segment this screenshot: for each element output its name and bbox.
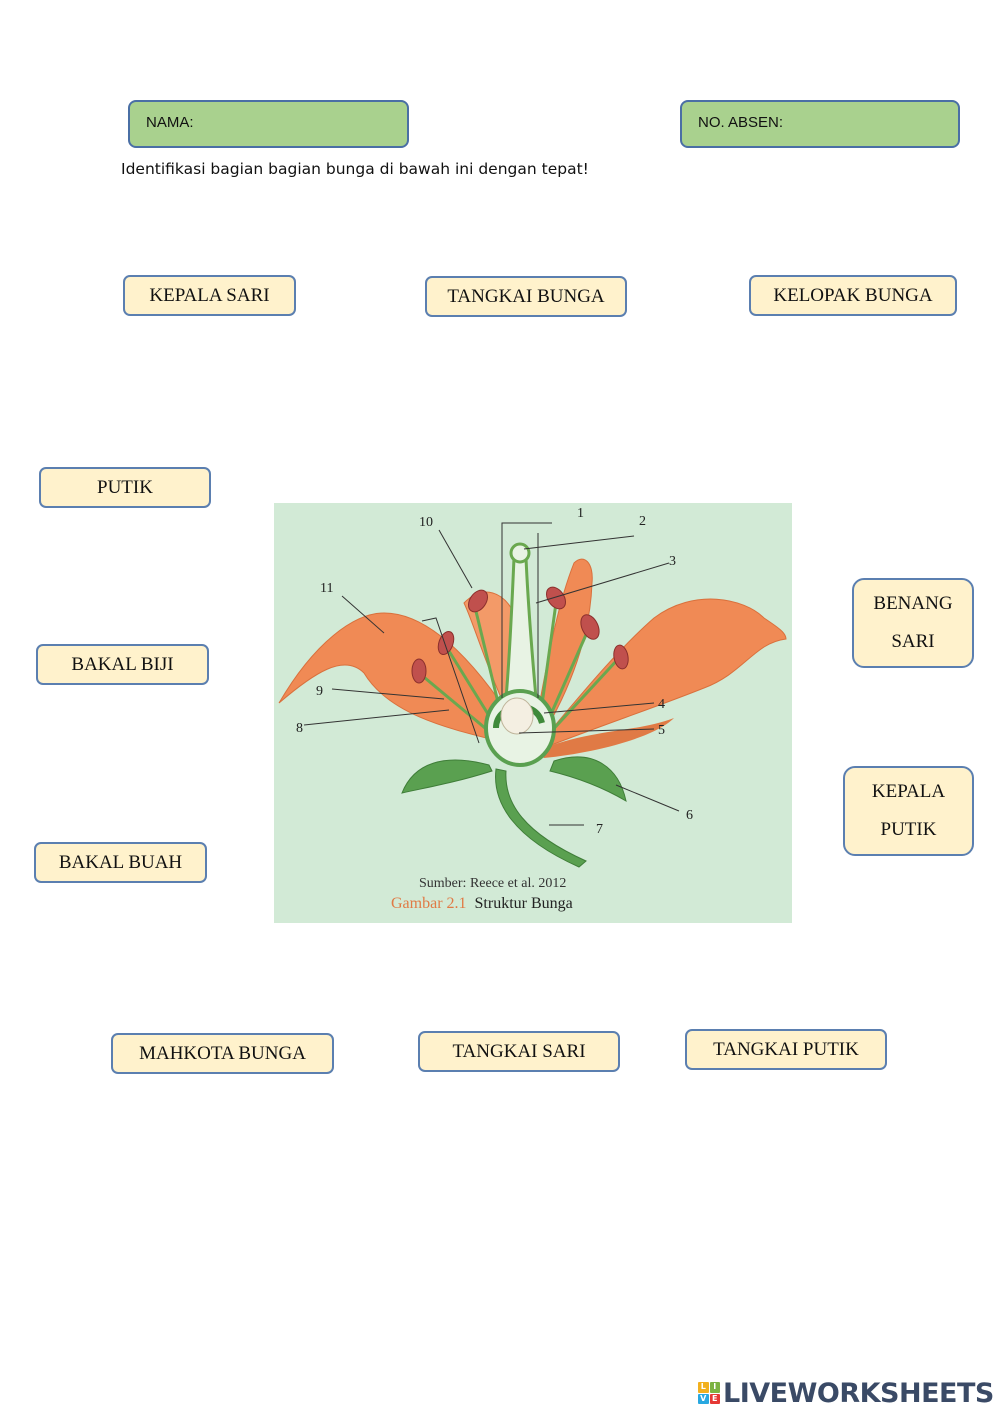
num-3: 3 — [669, 554, 676, 569]
flower-diagram: 1 2 3 4 5 6 7 8 9 10 11 Sumber: Reece et… — [274, 503, 792, 923]
num-2: 2 — [639, 514, 646, 529]
label-kepala-sari[interactable]: KEPALA SARI — [123, 275, 296, 316]
num-4: 4 — [658, 697, 665, 712]
ovule — [500, 697, 534, 735]
absen-field[interactable]: NO. ABSEN: — [680, 100, 960, 148]
figure-source: Sumber: Reece et al. 2012 — [419, 876, 566, 891]
num-7: 7 — [596, 822, 603, 837]
label-kelopak-bunga[interactable]: KELOPAK BUNGA — [749, 275, 957, 316]
flower-illustration: 1 2 3 4 5 6 7 8 9 10 11 Sumber: Reece et… — [278, 506, 787, 912]
name-label: NAMA: — [146, 114, 194, 131]
num-10: 10 — [419, 515, 433, 530]
label-mahkota-bunga[interactable]: MAHKOTA BUNGA — [111, 1033, 334, 1074]
liveworksheets-brand-text: LIVEWORKSHEETS — [723, 1377, 994, 1409]
num-8: 8 — [296, 721, 303, 736]
name-field[interactable]: NAMA: — [128, 100, 409, 148]
label-putik[interactable]: PUTIK — [39, 467, 211, 508]
label-kepala-putik-line1: KEPALA — [871, 781, 946, 802]
sepal-left — [401, 759, 493, 794]
petal-right — [535, 598, 787, 752]
num-5: 5 — [658, 723, 665, 738]
num-6: 6 — [686, 808, 693, 823]
figure-caption: Gambar 2.1 Struktur Bunga — [391, 895, 573, 912]
num-11: 11 — [320, 581, 333, 596]
liveworksheets-logo-icon: L I V E — [698, 1382, 720, 1404]
liveworksheets-logo[interactable]: L I V E LIVEWORKSHEETS — [698, 1376, 994, 1410]
label-kepala-putik-line2: PUTIK — [880, 819, 937, 840]
pistil-stigma — [509, 542, 531, 564]
sepal-right — [549, 756, 627, 803]
label-bakal-biji[interactable]: BAKAL BIJI — [36, 644, 209, 685]
pistil-style — [504, 556, 538, 700]
label-benang-sari-line1: BENANG — [873, 593, 953, 614]
petal-right-dark — [536, 718, 674, 758]
label-tangkai-bunga[interactable]: TANGKAI BUNGA — [425, 276, 627, 317]
instruction-text: Identifikasi bagian bagian bunga di bawa… — [121, 160, 589, 178]
label-benang-sari[interactable]: BENANG SARI — [852, 578, 974, 668]
leader-lines — [303, 522, 680, 826]
num-9: 9 — [316, 684, 323, 699]
label-tangkai-putik[interactable]: TANGKAI PUTIK — [685, 1029, 887, 1070]
anthers — [411, 586, 629, 684]
absen-label: NO. ABSEN: — [698, 114, 784, 131]
figure-caption-prefix: Gambar 2.1 — [391, 895, 467, 912]
label-tangkai-sari[interactable]: TANGKAI SARI — [418, 1031, 620, 1072]
num-1: 1 — [577, 506, 584, 521]
figure-caption-title: Struktur Bunga — [475, 895, 573, 912]
label-benang-sari-line2: SARI — [891, 631, 935, 652]
label-bakal-buah[interactable]: BAKAL BUAH — [34, 842, 207, 883]
flower-stalk — [495, 768, 587, 868]
label-kepala-putik[interactable]: KEPALA PUTIK — [843, 766, 974, 856]
